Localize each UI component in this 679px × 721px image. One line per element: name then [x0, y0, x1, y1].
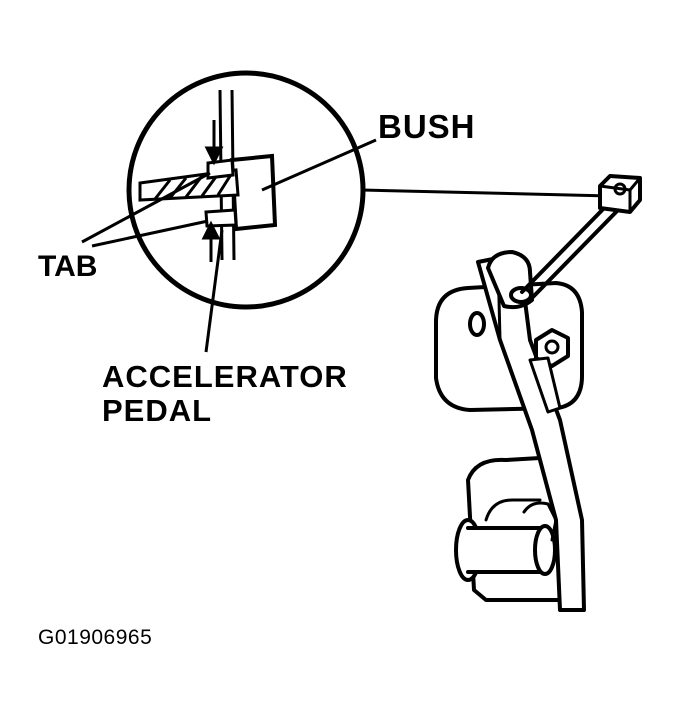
leader-lines	[81, 138, 611, 353]
detail-bush	[229, 153, 278, 232]
bracket-hole	[468, 311, 486, 337]
label-accelerator-line2: PEDAL	[102, 393, 213, 428]
label-tab: TAB	[38, 250, 98, 283]
tab-leader-lower	[91, 219, 209, 248]
stopper-knob	[454, 518, 557, 582]
pedal-assembly	[434, 174, 642, 612]
stopper-bracket	[522, 501, 558, 542]
detail-arrow-top	[204, 120, 224, 166]
bush-leader	[261, 138, 377, 192]
tab-leader-upper	[81, 171, 211, 244]
detail-connector	[361, 188, 611, 198]
detail-upper-tab	[206, 158, 235, 180]
label-bush: BUSH	[378, 108, 476, 145]
detail-arrow-bottom	[201, 220, 221, 262]
lower-link	[528, 356, 562, 414]
figure-code: G01906965	[38, 626, 153, 649]
detail-view	[126, 70, 366, 310]
pedal-rod	[520, 198, 622, 302]
accelerator-leader	[204, 229, 224, 353]
arm-pivot-hole	[509, 286, 533, 304]
label-accelerator-line1: ACCELERATOR	[102, 359, 348, 394]
rod-end-block	[598, 174, 642, 214]
label-accelerator-pedal: ACCELERATOR PEDAL	[102, 360, 348, 428]
